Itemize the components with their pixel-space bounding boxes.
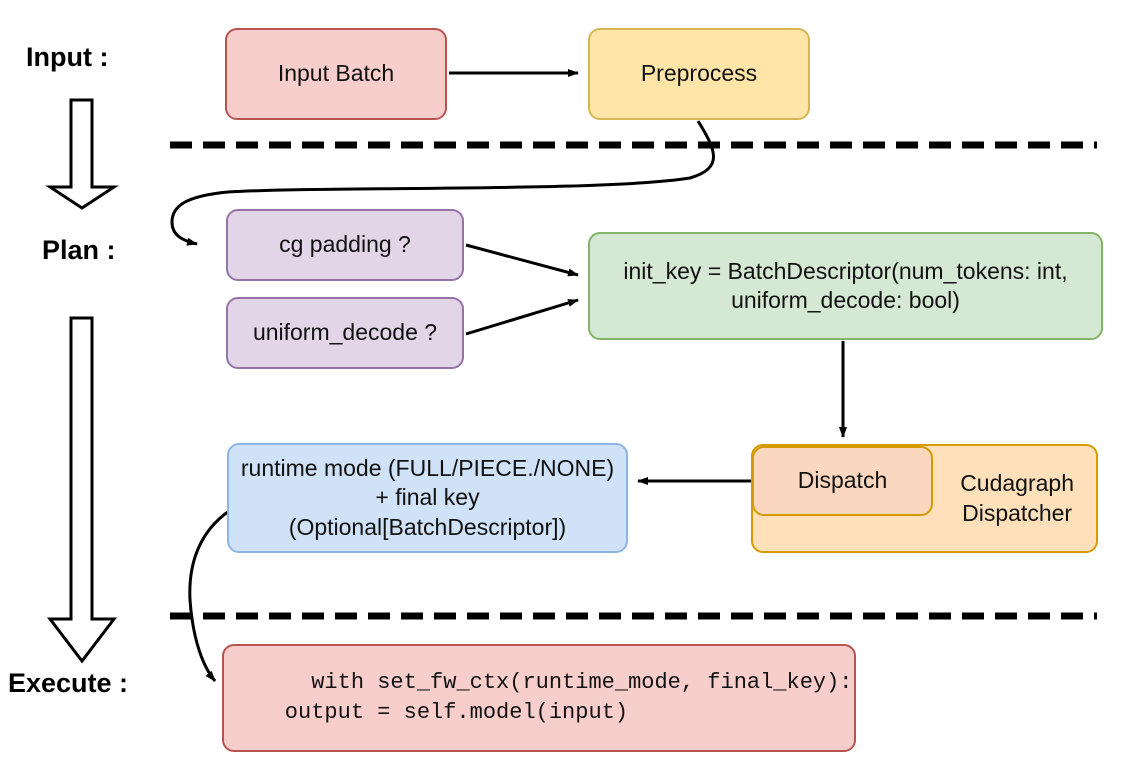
node-runtime-mode[interactable]: runtime mode (FULL/PIECE./NONE) + final …	[227, 443, 628, 553]
node-preprocess[interactable]: Preprocess	[588, 28, 810, 120]
stage-label-plan: Plan :	[42, 235, 116, 265]
node-execute-code-text: with set_fw_ctx(runtime_mode, final_key)…	[232, 639, 853, 758]
node-init-key-line-2: uniform_decode: bool)	[731, 287, 960, 313]
node-cg-padding-label: cg padding ?	[279, 231, 411, 258]
node-init-key-text: init_key = BatchDescriptor(num_tokens: i…	[600, 257, 1091, 316]
node-cudagraph-dispatcher-line-1: Cudagraph	[960, 470, 1074, 497]
node-execute-code[interactable]: with set_fw_ctx(runtime_mode, final_key)…	[222, 644, 856, 752]
input-to-plan-block-arrow	[44, 98, 120, 210]
node-uniform-decode[interactable]: uniform_decode ?	[226, 297, 464, 369]
plan-to-execute-block-arrow	[46, 316, 118, 664]
node-cudagraph-dispatcher-text: Cudagraph Dispatcher	[960, 469, 1074, 528]
node-preprocess-label: Preprocess	[640, 60, 758, 87]
node-runtime-mode-line-1: runtime mode (FULL/PIECE./NONE)	[240, 454, 615, 481]
edge-uniform-decode-to-init-key	[465, 298, 579, 336]
stage-label-input: Input :	[26, 42, 109, 72]
node-cg-padding[interactable]: cg padding ?	[226, 209, 464, 281]
node-init-key-line-1: init_key = BatchDescriptor(num_tokens: i…	[623, 257, 1068, 284]
node-init-key[interactable]: init_key = BatchDescriptor(num_tokens: i…	[588, 232, 1103, 340]
node-runtime-mode-text: runtime mode (FULL/PIECE./NONE) + final …	[239, 454, 616, 542]
node-dispatch[interactable]: Dispatch	[752, 446, 933, 516]
node-input-batch[interactable]: Input Batch	[225, 28, 447, 120]
node-cudagraph-dispatcher-line-2: Dispatcher	[962, 499, 1073, 526]
stage-label-execute: Execute :	[8, 668, 129, 698]
node-execute-code-line-2: output = self.model(input)	[232, 700, 629, 725]
edge-cg-padding-to-init-key	[465, 243, 579, 277]
node-uniform-decode-label: uniform_decode ?	[252, 319, 438, 346]
node-execute-code-line-1: with set_fw_ctx(runtime_mode, final_key)…	[311, 670, 853, 696]
node-dispatch-label: Dispatch	[797, 467, 888, 494]
node-runtime-mode-line-2: + final key (Optional[BatchDescriptor])	[288, 484, 567, 540]
node-input-batch-label: Input Batch	[277, 60, 395, 87]
